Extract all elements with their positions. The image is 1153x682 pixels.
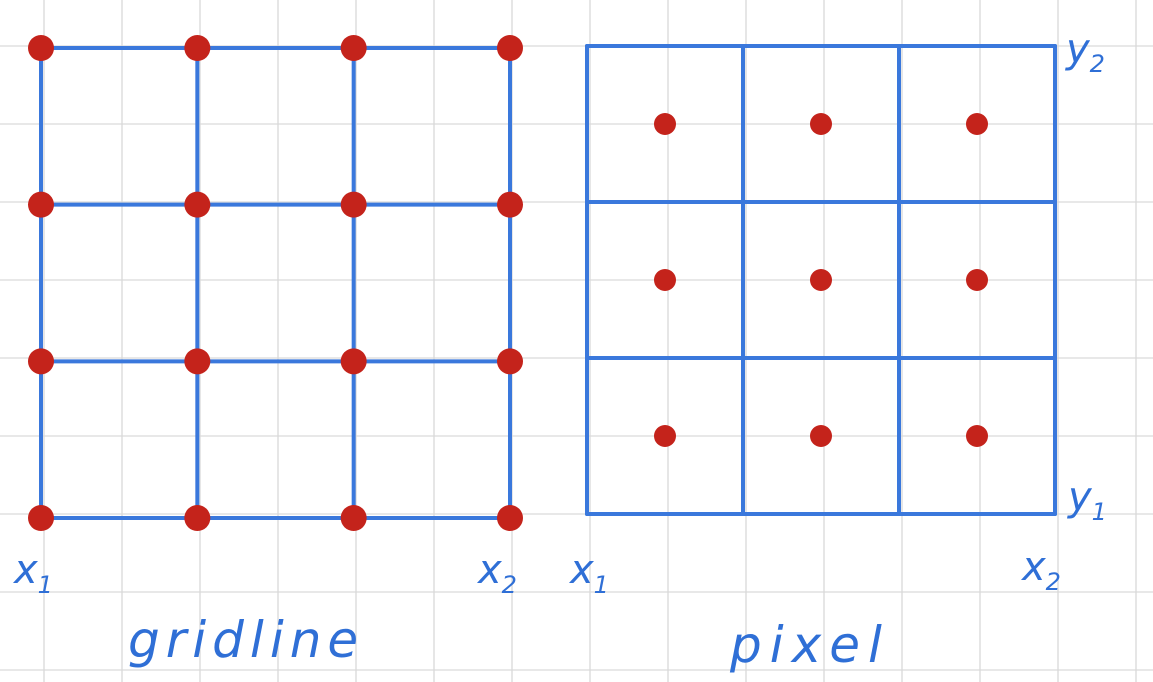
gridline-sample-dot (184, 35, 211, 61)
pixel-panel-dots (654, 113, 988, 447)
pixel-panel-lines (585, 44, 1057, 516)
gridline-panel: x1 x2 gridline (12, 35, 523, 669)
gridline-sample-dot (497, 191, 523, 218)
pixel-sample-dot (654, 269, 676, 291)
pixel-sample-dot (966, 269, 988, 291)
pixel-y2-label: y2 (1065, 26, 1105, 78)
gridline-sample-dot (184, 348, 211, 375)
gridline-x2-label: x2 (476, 547, 517, 599)
pixel-caption: pixel (729, 616, 890, 674)
pixel-sample-dot (810, 269, 832, 291)
gridline-sample-dot (28, 191, 54, 218)
gridline-caption: gridline (128, 611, 364, 669)
gridline-panel-dots (28, 35, 523, 531)
gridline-sample-dot (497, 35, 523, 61)
gridline-sample-dot (340, 191, 367, 218)
pixel-y1-label: y1 (1067, 474, 1107, 526)
pixel-panel: x1 x2 y1 y2 pixel (568, 26, 1107, 674)
gridline-sample-dot (28, 35, 54, 61)
pixel-x2-label: x2 (1020, 544, 1061, 596)
gridline-sample-dot (184, 505, 211, 531)
gridline-sample-dot (340, 348, 367, 375)
pixel-sample-dot (966, 425, 988, 447)
pixel-sample-dot (654, 425, 676, 447)
gridline-x1-label: x1 (12, 547, 53, 599)
pixel-sample-dot (966, 113, 988, 135)
gridline-panel-lines (39, 46, 512, 520)
gridline-sample-dot (184, 191, 211, 218)
pixel-sample-dot (654, 113, 676, 135)
pixel-sample-dot (810, 113, 832, 135)
gridline-sample-dot (340, 505, 367, 531)
gridline-sample-dot (340, 35, 367, 61)
pixel-sample-dot (810, 425, 832, 447)
pixel-x1-label: x1 (568, 547, 609, 599)
gridline-sample-dot (28, 505, 54, 531)
gridline-sample-dot (28, 348, 54, 375)
gridline-sample-dot (497, 505, 523, 531)
gridline-sample-dot (497, 348, 523, 375)
